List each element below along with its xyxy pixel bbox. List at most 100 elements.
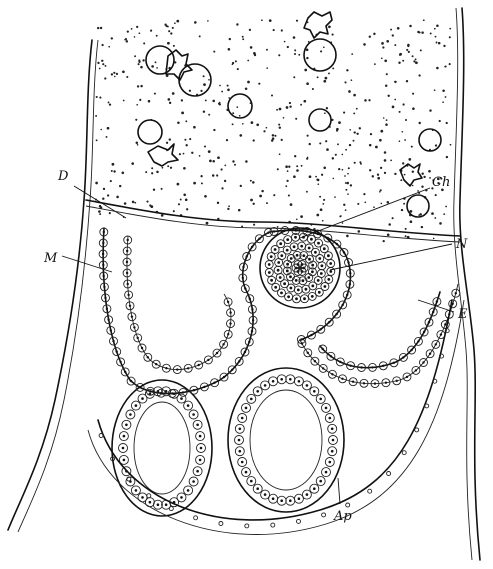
stipple-dot (285, 185, 287, 187)
folded-tubule-wall (270, 230, 350, 340)
stipple-dot (380, 167, 382, 169)
lower-right-tubule-lumen (250, 390, 322, 490)
cell-nucleus (245, 407, 248, 410)
stipple-dot (227, 89, 230, 92)
duct-cell (387, 472, 391, 476)
stipple-dot (312, 88, 314, 90)
cell-nucleus (229, 322, 231, 324)
stipple-dot (145, 171, 147, 173)
stipple-dot (193, 126, 196, 129)
cell-nucleus (298, 380, 301, 383)
stipple-dot (172, 92, 175, 95)
stipple-dot (337, 143, 339, 145)
stipple-dot (266, 202, 268, 204)
stipple-dot (336, 130, 338, 132)
stipple-dot (379, 139, 382, 142)
stipple-dot (343, 112, 345, 114)
stipple-dot (227, 208, 229, 210)
stipple-dot (443, 213, 445, 215)
stipple-dot (359, 127, 361, 129)
stipple-dot (200, 175, 202, 177)
stipple-dot (303, 100, 306, 103)
stipple-dot (392, 34, 394, 36)
stipple-dot (439, 222, 442, 225)
cell-nucleus (440, 333, 442, 335)
cell-nucleus (251, 330, 253, 332)
stipple-dot (417, 190, 419, 192)
cell-nucleus (137, 337, 139, 339)
stipple-dot (445, 206, 447, 208)
cell-nucleus (213, 382, 215, 384)
duct-cell (322, 513, 326, 517)
stipple-dot (306, 191, 308, 193)
stipple-dot (100, 129, 102, 131)
stipple-dot (346, 235, 349, 238)
stipple-dot (392, 217, 394, 219)
stipple-dot (169, 102, 171, 104)
germ-cell-nucleus (311, 285, 314, 288)
stipple-dot (428, 170, 431, 173)
stipple-dot (203, 75, 205, 77)
stipple-dot (405, 235, 407, 237)
germ-cell-nucleus (303, 297, 306, 300)
duct-cell (368, 489, 372, 493)
stipple-dot (345, 149, 347, 151)
stipple-dot (319, 142, 321, 144)
stipple-dot (417, 31, 419, 33)
cell-nucleus (180, 496, 183, 499)
cell-nucleus (371, 366, 373, 368)
stipple-dot (177, 183, 180, 186)
label-Ch: Ch (432, 175, 450, 190)
stipple-dot (325, 77, 328, 80)
round-cell (146, 46, 174, 74)
stipple-dot (324, 112, 326, 114)
stipple-dot (346, 182, 349, 185)
cell-nucleus (289, 378, 292, 381)
stipple-dot (212, 100, 215, 103)
stipple-dot (446, 122, 448, 124)
stipple-dot (173, 45, 175, 47)
germ-cell-nucleus (277, 269, 280, 272)
lower-right-tubule (228, 368, 344, 512)
stipple-dot (349, 129, 351, 131)
stipple-dot (102, 197, 104, 199)
stipple-dot (95, 182, 98, 185)
germ-cell-nucleus (293, 245, 296, 248)
stipple-dot (317, 183, 319, 185)
cell-nucleus (349, 283, 351, 285)
label-Ap: Ap (333, 509, 352, 524)
stipple-dot (402, 60, 404, 62)
stipple-dot (288, 194, 290, 196)
stipple-dot (296, 20, 298, 22)
stipple-dot (326, 148, 329, 151)
cell-nucleus (256, 487, 259, 490)
stipple-dot (390, 160, 392, 162)
duct-cell (169, 507, 173, 511)
stipple-dot (306, 57, 308, 59)
stipple-dot (183, 167, 186, 170)
cell-nucleus (199, 435, 202, 438)
stipple-dot (315, 176, 317, 178)
germ-cell-nucleus (294, 236, 297, 239)
germ-cell-nucleus (317, 279, 320, 282)
stipple-dot (99, 97, 101, 99)
germ-cell-nucleus (274, 286, 277, 289)
stipple-dot (279, 108, 282, 111)
germ-cell-nucleus (301, 263, 304, 266)
cell-nucleus (342, 304, 344, 306)
cell-nucleus (187, 489, 190, 492)
cell-nucleus (406, 376, 408, 378)
germ-cell-nucleus (323, 247, 326, 250)
cell-nucleus (222, 343, 224, 345)
stipple-dot (253, 203, 255, 205)
stipple-dot (206, 222, 209, 225)
stipple-dot (380, 130, 383, 133)
stipple-dot (281, 139, 283, 141)
germ-cell-nucleus (329, 270, 332, 273)
stipple-dot (434, 28, 436, 30)
stipple-dot (418, 122, 420, 124)
stipple-dot (258, 83, 260, 85)
stipple-dot (138, 63, 140, 65)
stipple-dot (384, 59, 387, 62)
